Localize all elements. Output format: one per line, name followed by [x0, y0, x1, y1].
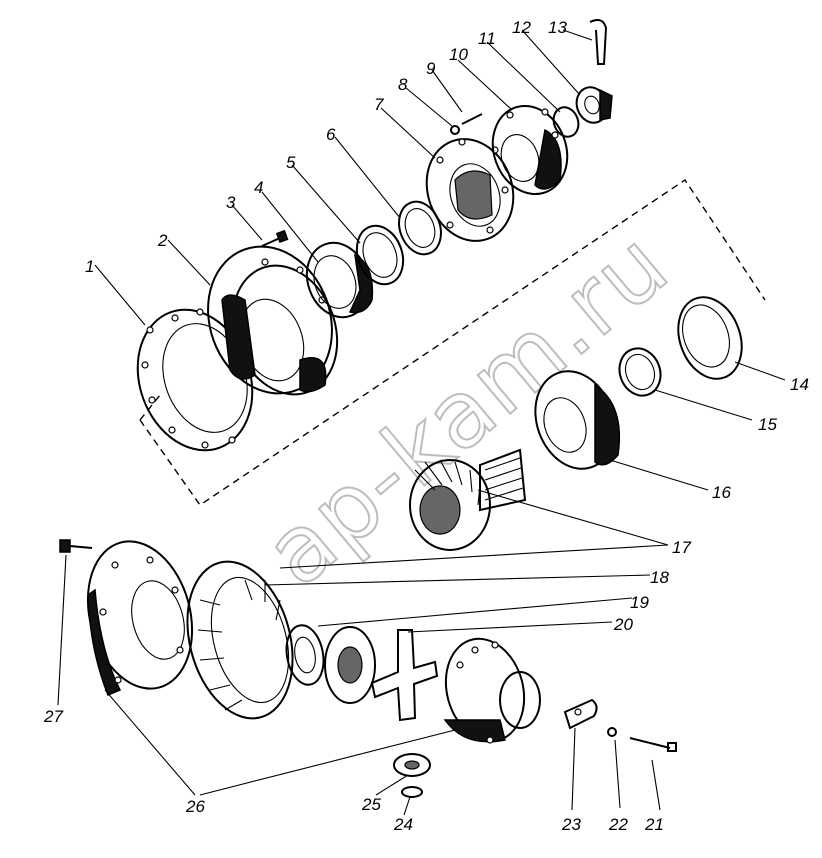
label-5: 5	[286, 153, 296, 172]
part-21-bolt	[629, 737, 677, 752]
part-23-lock-plate	[563, 698, 598, 730]
part-15-ring	[618, 347, 662, 397]
label-6: 6	[326, 125, 336, 144]
part-6-spacer-ring	[398, 200, 442, 256]
label-13: 13	[548, 18, 567, 37]
part-12-castle-nut	[575, 86, 613, 124]
part-19-thrust-washer	[285, 624, 325, 686]
label-16: 16	[712, 483, 731, 502]
part-18-crown-gear	[186, 560, 294, 720]
label-23: 23	[561, 815, 581, 834]
part-9-bolt	[461, 113, 483, 125]
label-26: 26	[185, 797, 205, 816]
differential-spider	[370, 629, 439, 722]
label-7: 7	[374, 95, 384, 114]
part-4-bearing	[305, 241, 374, 319]
part-17-pinion-gear	[409, 448, 527, 551]
label-3: 3	[226, 193, 236, 212]
label-1: 1	[85, 257, 94, 276]
label-27: 27	[43, 707, 63, 726]
part-16-bearing	[534, 370, 621, 470]
label-14: 14	[790, 375, 809, 394]
part-14-seal	[677, 296, 743, 380]
assembly-outline-dashed-left	[139, 394, 161, 421]
part-5-ring	[355, 224, 405, 286]
label-21: 21	[644, 815, 664, 834]
label-25: 25	[361, 795, 381, 814]
label-12: 12	[512, 18, 531, 37]
part-3-bolt	[261, 229, 289, 247]
part-2-bearing-housing	[207, 245, 339, 396]
label-8: 8	[398, 75, 408, 94]
label-15: 15	[758, 415, 777, 434]
differential-case-right	[443, 637, 541, 744]
label-24: 24	[393, 815, 413, 834]
part-20-side-gear	[324, 626, 376, 704]
label-19: 19	[630, 593, 649, 612]
label-17: 17	[672, 538, 691, 557]
part-7-flange-cup	[425, 138, 515, 242]
assembly-outline-dashed	[139, 179, 766, 506]
label-18: 18	[650, 568, 669, 587]
part-11-washer	[552, 106, 580, 138]
label-20: 20	[613, 615, 633, 634]
part-1-gasket	[136, 308, 254, 452]
part-10-drive-flange	[491, 104, 569, 196]
part-22-washer	[607, 727, 617, 737]
label-2: 2	[157, 231, 168, 250]
part-8-washer	[450, 125, 460, 135]
part-number-labels: 1 2 3 4 5 6 7 8 9 10 11 12 13 14 15 16 1…	[43, 18, 809, 834]
part-27-bolt	[59, 539, 93, 553]
label-11: 11	[478, 29, 496, 48]
leader-lines	[57, 29, 786, 816]
label-22: 22	[608, 815, 628, 834]
label-10: 10	[449, 45, 468, 64]
part-26-differential-case-left	[86, 540, 194, 696]
part-13-cotter-pin	[589, 19, 608, 65]
part-25-pinion-satellite	[393, 753, 431, 777]
label-4: 4	[254, 178, 263, 197]
label-9: 9	[426, 59, 436, 78]
part-24-washer	[401, 786, 423, 798]
